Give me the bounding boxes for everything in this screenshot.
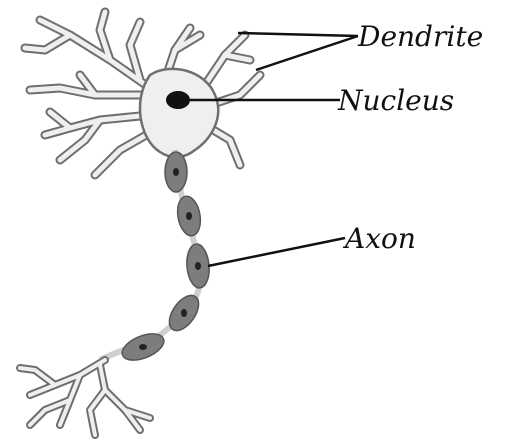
axon bbox=[100, 150, 211, 365]
axon-leader bbox=[208, 238, 345, 266]
axon-terminals bbox=[20, 360, 150, 435]
dendrite-leader-lower bbox=[256, 36, 358, 70]
axon-label: Axon bbox=[342, 222, 416, 255]
cell-body bbox=[140, 69, 218, 157]
dendrite-label: Dendrite bbox=[357, 20, 483, 53]
nucleus bbox=[166, 91, 190, 109]
dendrite-leader-upper bbox=[238, 33, 358, 36]
nucleus-label: Nucleus bbox=[337, 84, 454, 117]
